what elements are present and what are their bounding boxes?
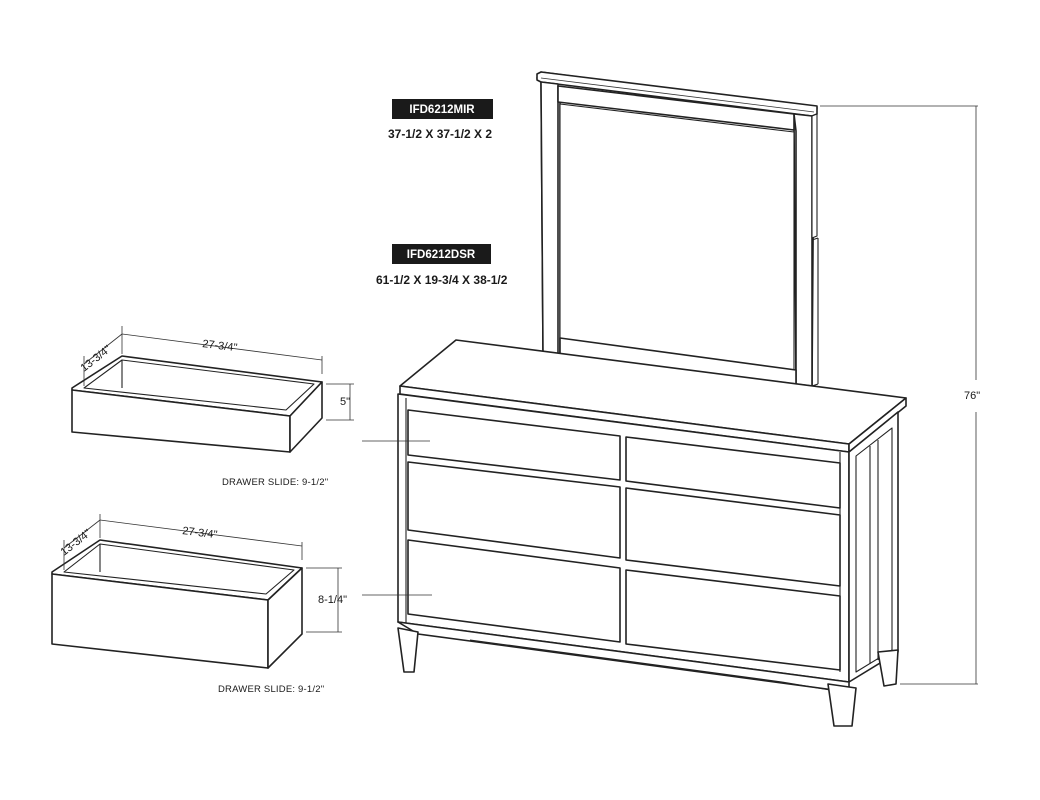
dresser-model-tag: IFD6212DSR <box>392 244 491 264</box>
small-drawer-slide-label: DRAWER SLIDE: 9-1/2" <box>222 477 328 488</box>
dresser-drawing <box>397 339 907 727</box>
large-drawer-height-label: 8-1/4" <box>318 594 347 606</box>
mirror-model-label: IFD6212MIR <box>409 104 475 116</box>
mirror-drawing <box>536 71 819 387</box>
overall-height-dimension <box>820 105 978 685</box>
dresser-dimensions: 61-1/2 X 19-3/4 X 38-1/2 <box>376 273 508 287</box>
mirror-dimensions: 37-1/2 X 37-1/2 X 2 <box>388 127 492 141</box>
large-drawer-drawing <box>51 514 342 669</box>
mirror-model-tag: IFD6212MIR <box>392 99 493 119</box>
overall-height-label: 76" <box>964 390 980 402</box>
large-drawer-slide-label: DRAWER SLIDE: 9-1/2" <box>218 684 324 695</box>
small-drawer-width-label: 27-3/4" <box>202 338 238 354</box>
large-drawer-width-label: 27-3/4" <box>182 525 218 541</box>
small-drawer-drawing <box>71 326 354 453</box>
small-drawer-height-label: 5" <box>340 396 350 408</box>
dresser-model-label: IFD6212DSR <box>407 249 476 261</box>
